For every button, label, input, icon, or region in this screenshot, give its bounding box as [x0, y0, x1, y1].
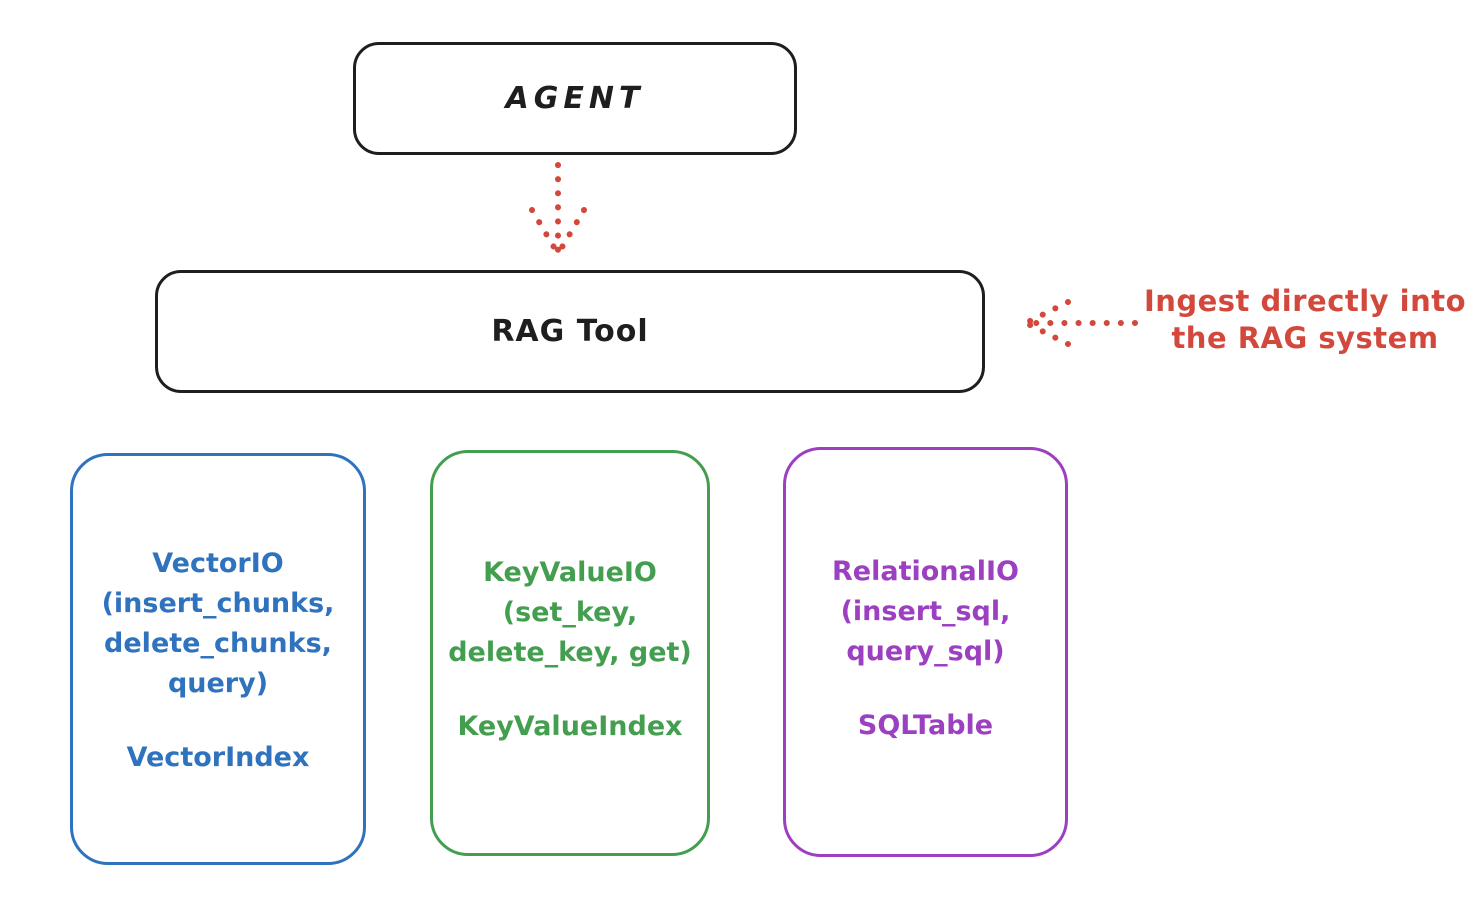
relational-io-label: RelationalIO (insert_sql, query_sql): [832, 556, 1019, 667]
relational-io-node: RelationalIO (insert_sql, query_sql) SQL…: [783, 447, 1068, 857]
agent-node-label: AGENT: [505, 81, 645, 116]
keyvalue-index-label: KeyValueIndex: [457, 711, 683, 742]
keyvalue-io-label: KeyValueIO (set_key, delete_key, get): [448, 557, 692, 668]
arrow-annotation-to-rag: [1023, 299, 1138, 347]
vector-io-node: VectorIO (insert_chunks, delete_chunks, …: [70, 453, 366, 865]
rag-tool-node: RAG Tool: [155, 270, 985, 393]
sql-table-label: SQLTable: [857, 710, 994, 741]
vector-io-label: VectorIO (insert_chunks, delete_chunks, …: [101, 548, 335, 699]
vector-index-label: VectorIndex: [126, 742, 310, 773]
ingest-annotation: Ingest directly into the RAG system: [1143, 284, 1467, 355]
rag-tool-node-label: RAG Tool: [491, 314, 649, 349]
arrow-agent-to-rag: [529, 162, 587, 257]
keyvalue-io-node: KeyValueIO (set_key, delete_key, get) Ke…: [430, 450, 710, 856]
agent-node: AGENT: [353, 42, 797, 155]
